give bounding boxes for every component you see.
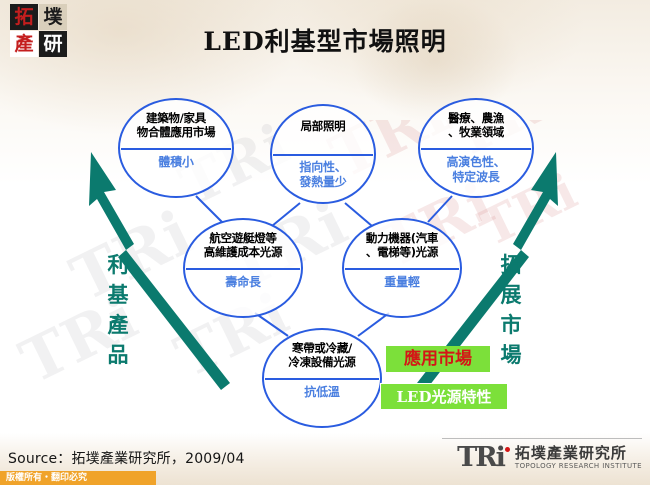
bubble-aviation-yacht[interactable]: 航空遊艇燈等高維護成本光源 壽命長 — [183, 218, 303, 318]
seal-char-4: 研 — [39, 31, 67, 57]
bubble-divider — [186, 268, 300, 270]
bubble-medical-agriculture[interactable]: 醫療、農漁、牧業領域 高演色性、特定波長 — [418, 98, 534, 198]
bubble-divider — [421, 148, 531, 150]
bubble-market-label: 醫療、農漁、牧業領域 — [447, 110, 504, 139]
tri-logo-mark: TRi — [457, 444, 510, 471]
bubble-feature-label: 重量輕 — [384, 274, 420, 289]
bubble-market-label: 寒帶或冷藏/冷凍設備光源 — [288, 340, 356, 369]
tri-logo-english: TOPOLOGY RESEARCH INSTITUTE — [514, 462, 642, 470]
bubble-architecture-furniture[interactable]: 建築物/家具物合體應用市場 體積小 — [118, 98, 234, 198]
legend-application-market: 應用市場 — [386, 346, 490, 372]
bubble-divider — [273, 154, 373, 156]
axis-label-niche-product: 利基產品 — [107, 252, 129, 367]
seal-char-2: 墣 — [39, 4, 67, 30]
legend-led-feature: LED光源特性 — [380, 383, 508, 410]
axis-label-market-expansion: 拓展市場 — [500, 252, 522, 367]
bubble-market-label: 動力機器(汽車、電梯等)光源 — [365, 230, 439, 259]
bubble-cold-storage[interactable]: 寒帶或冷藏/冷凍設備光源 抗低溫 — [262, 328, 382, 428]
bubble-feature-label: 體積小 — [158, 154, 194, 169]
company-seal-logo: 拓 墣 產 研 — [10, 4, 70, 60]
copyright-text: 版權所有・翻印必究 — [6, 473, 88, 483]
copyright-bar: 版權所有・翻印必究 — [0, 471, 156, 485]
bubble-feature-label: 指向性、發熱量少 — [299, 159, 347, 189]
tri-logo: TRi 拓墣產業研究所 TOPOLOGY RESEARCH INSTITUTE — [457, 441, 642, 471]
left-growth-arrow — [89, 152, 230, 390]
seal-char-3: 產 — [10, 31, 38, 57]
tri-logo-mark-text: TRi — [457, 442, 506, 473]
tri-logo-chinese: 拓墣產業研究所 — [514, 444, 627, 462]
source-note: Source：拓墣產業研究所，2009/04 — [8, 451, 245, 467]
bubble-divider — [121, 148, 231, 150]
bubble-market-label: 航空遊艇燈等高維護成本光源 — [203, 230, 283, 259]
bubble-feature-label: 抗低溫 — [304, 384, 340, 399]
page-title: LED利基型市場照明 — [203, 27, 447, 56]
bubble-market-label: 局部照明 — [300, 119, 346, 134]
bubble-feature-label: 高演色性、特定波長 — [446, 154, 506, 184]
bubble-local-lighting[interactable]: 局部照明 指向性、發熱量少 — [270, 104, 376, 204]
bubble-feature-label: 壽命長 — [225, 274, 261, 289]
seal-char-1: 拓 — [10, 4, 38, 30]
tri-logo-dot-icon — [504, 447, 510, 452]
bubble-connector-lines — [195, 195, 453, 337]
bubble-power-machinery[interactable]: 動力機器(汽車、電梯等)光源 重量輕 — [342, 218, 462, 318]
bubble-divider — [345, 268, 459, 270]
tri-logo-text: 拓墣產業研究所 TOPOLOGY RESEARCH INSTITUTE — [515, 445, 642, 471]
bubble-divider — [265, 378, 379, 380]
logo-divider — [442, 438, 642, 439]
bubble-market-label: 建築物/家具物合體應用市場 — [136, 110, 216, 139]
